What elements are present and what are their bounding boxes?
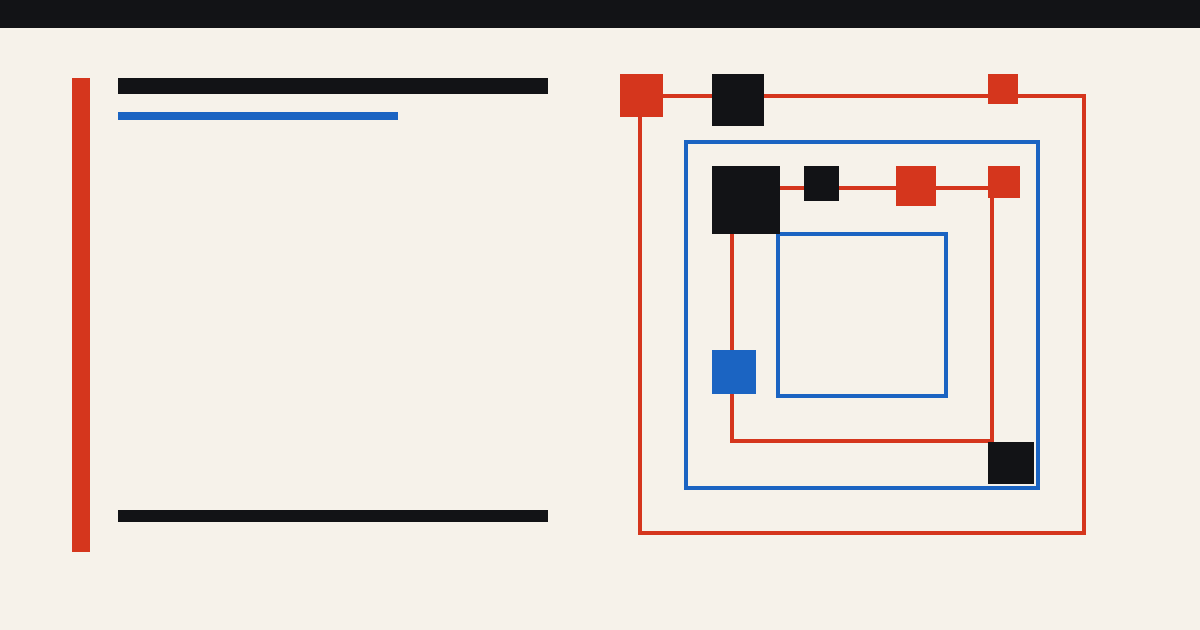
top-bar [0, 0, 1200, 28]
subheading-rule [118, 112, 398, 120]
black-square-small [804, 166, 839, 201]
heading-rule [118, 78, 548, 94]
footer-rule [118, 510, 548, 522]
left-accent-bar [72, 78, 90, 552]
black-square-large [712, 166, 780, 234]
red-square-right [988, 166, 1020, 198]
black-square-bottom-right [988, 442, 1034, 484]
inner-red-frame [730, 186, 994, 443]
red-square-top-left [620, 74, 663, 117]
inner-blue-frame [776, 232, 948, 398]
black-square-top [712, 74, 764, 126]
outer-red-frame [638, 94, 1086, 535]
outer-blue-frame [684, 140, 1040, 490]
red-square-mid [896, 166, 936, 206]
blue-square [712, 350, 756, 394]
red-square-top-right [988, 74, 1018, 104]
